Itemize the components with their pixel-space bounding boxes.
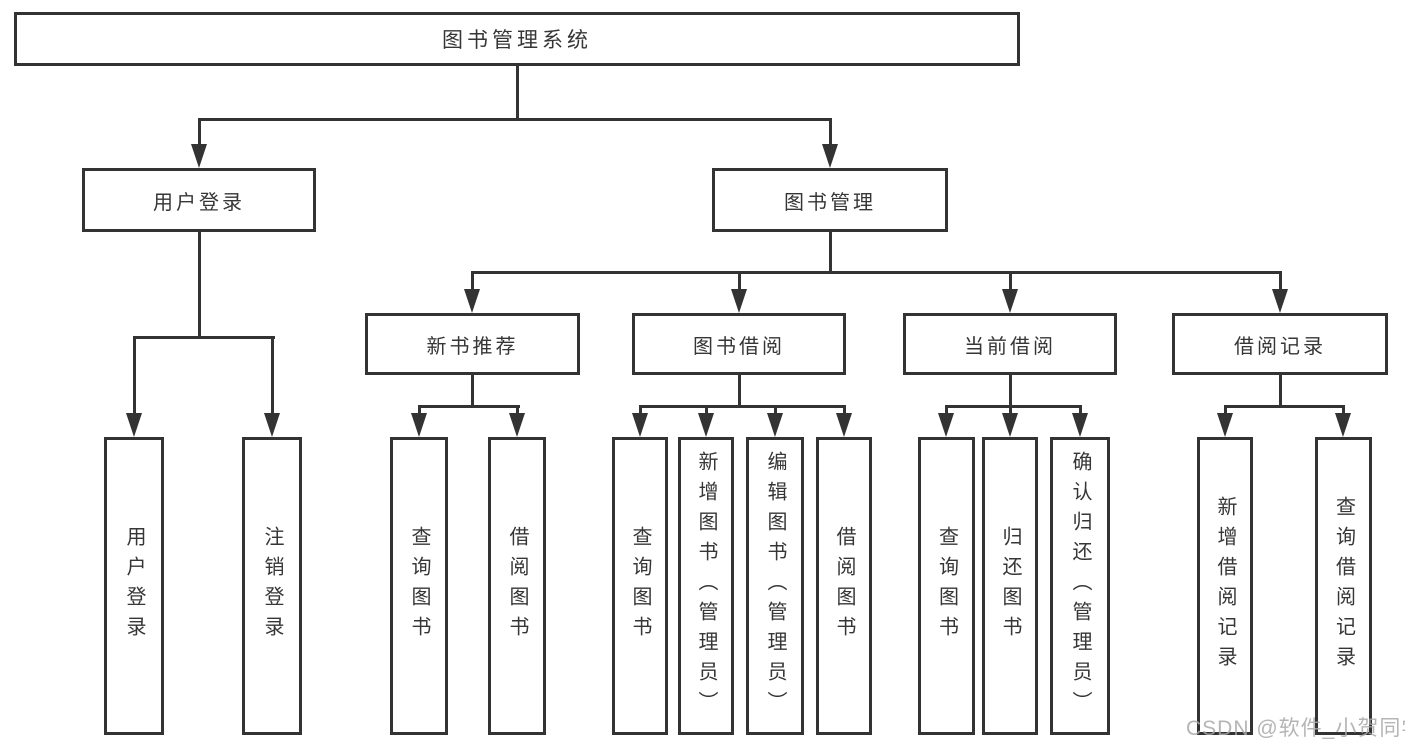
connector-arm: [197, 118, 201, 148]
connector-arm: [944, 405, 948, 417]
connector-rail: [1223, 405, 1345, 408]
connector-stem: [1008, 375, 1012, 408]
connector-arm: [737, 271, 741, 293]
connector-rail: [132, 336, 275, 339]
node-new-book-recommend: 新书推荐: [365, 313, 580, 375]
connector-arm: [270, 336, 274, 417]
leaf-recommend-query-book: 查询图书: [390, 437, 448, 735]
connector-arm: [638, 405, 642, 417]
arrowhead-down-icon: [509, 413, 525, 437]
leaf-borrow-add-book: 新增图书（管理员）: [678, 437, 734, 735]
leaf-borrow-borrow-book-label: 借阅图书: [833, 526, 855, 646]
leaf-current-query-book: 查询图书: [918, 437, 975, 735]
watermark: CSDN @软件_小贺同学: [1186, 717, 1405, 740]
arrowhead-down-icon: [767, 413, 783, 437]
connector-arm: [1078, 405, 1082, 417]
node-borrow-records-label: 借阅记录: [1234, 335, 1326, 358]
leaf-logout-login: 注销登录: [242, 437, 302, 735]
leaf-user-login: 用户登录: [104, 437, 164, 735]
connector-rail: [470, 271, 1282, 274]
connector-arm: [417, 405, 421, 417]
leaf-logout-login-label: 注销登录: [261, 526, 283, 646]
connector-arm: [773, 405, 777, 417]
connector-arm: [842, 405, 846, 417]
node-root-label: 图书管理系统: [442, 29, 592, 52]
connector-arm: [704, 405, 708, 417]
node-current-borrow-label: 当前借阅: [964, 335, 1056, 358]
arrowhead-down-icon: [1002, 289, 1018, 313]
leaf-records-add-record: 新增借阅记录: [1197, 437, 1253, 735]
leaf-records-query-record: 查询借阅记录: [1315, 437, 1372, 735]
connector-stem: [828, 232, 832, 274]
leaf-recommend-query-book-label: 查询图书: [408, 526, 430, 646]
leaf-current-confirm-return: 确认归还（管理员）: [1050, 437, 1110, 735]
connector-arm: [515, 405, 519, 417]
node-new-book-recommend-label: 新书推荐: [426, 335, 519, 358]
arrowhead-down-icon: [1002, 413, 1018, 437]
connector-arm: [1008, 405, 1012, 417]
leaf-current-return-book: 归还图书: [982, 437, 1038, 735]
node-root: 图书管理系统: [14, 12, 1020, 66]
node-user-login-label: 用户登录: [153, 191, 245, 214]
leaf-borrow-query-book: 查询图书: [612, 437, 668, 735]
leaf-recommend-borrow-book: 借阅图书: [488, 437, 546, 735]
connector-arm: [470, 271, 474, 293]
arrowhead-down-icon: [126, 413, 142, 437]
node-book-management: 图书管理: [712, 168, 948, 232]
arrowhead-down-icon: [938, 413, 954, 437]
arrowhead-down-icon: [411, 413, 427, 437]
leaf-records-query-record-label: 查询借阅记录: [1332, 496, 1355, 676]
leaf-current-confirm-return-label: 确认归还（管理员）: [1069, 451, 1091, 721]
connector-arm: [132, 336, 136, 417]
arrowhead-down-icon: [632, 413, 648, 437]
leaf-borrow-query-book-label: 查询图书: [629, 526, 651, 646]
connector-arm: [1278, 271, 1282, 293]
node-user-login: 用户登录: [82, 168, 316, 232]
arrowhead-down-icon: [1217, 413, 1233, 437]
connector-stem: [1278, 375, 1282, 408]
arrowhead-down-icon: [698, 413, 714, 437]
arrowhead-down-icon: [731, 289, 747, 313]
connector-arm: [1008, 271, 1012, 293]
arrowhead-down-icon: [1335, 413, 1351, 437]
arrowhead-down-icon: [191, 144, 207, 168]
connector-stem: [515, 66, 519, 118]
node-book-management-label: 图书管理: [784, 191, 876, 214]
connector-rail: [197, 118, 831, 121]
leaf-current-query-book-label: 查询图书: [935, 526, 958, 646]
connector-stem: [737, 375, 741, 408]
leaf-borrow-borrow-book: 借阅图书: [816, 437, 872, 735]
connector-rail: [417, 405, 520, 408]
arrowhead-down-icon: [464, 289, 480, 313]
node-book-borrow-label: 图书借阅: [693, 335, 785, 358]
connector-rail: [944, 405, 1082, 408]
node-current-borrow: 当前借阅: [903, 313, 1117, 375]
arrowhead-down-icon: [822, 144, 838, 168]
node-borrow-records: 借阅记录: [1172, 313, 1388, 375]
leaf-user-login-label: 用户登录: [123, 526, 145, 646]
leaf-records-add-record-label: 新增借阅记录: [1214, 496, 1236, 676]
leaf-borrow-edit-book-label: 编辑图书（管理员）: [764, 451, 786, 721]
arrowhead-down-icon: [264, 413, 280, 437]
connector-arm: [828, 118, 832, 148]
connector-stem: [470, 375, 474, 408]
connector-arm: [1341, 405, 1345, 417]
arrowhead-down-icon: [1272, 289, 1288, 313]
connector-stem: [197, 232, 201, 339]
leaf-recommend-borrow-book-label: 借阅图书: [506, 526, 528, 646]
leaf-current-return-book-label: 归还图书: [999, 526, 1021, 646]
arrowhead-down-icon: [836, 413, 852, 437]
leaf-borrow-edit-book: 编辑图书（管理员）: [746, 437, 804, 735]
arrowhead-down-icon: [1072, 413, 1088, 437]
connector-rail: [638, 405, 846, 408]
connector-arm: [1223, 405, 1227, 417]
node-book-borrow: 图书借阅: [632, 313, 846, 375]
leaf-borrow-add-book-label: 新增图书（管理员）: [695, 451, 717, 721]
